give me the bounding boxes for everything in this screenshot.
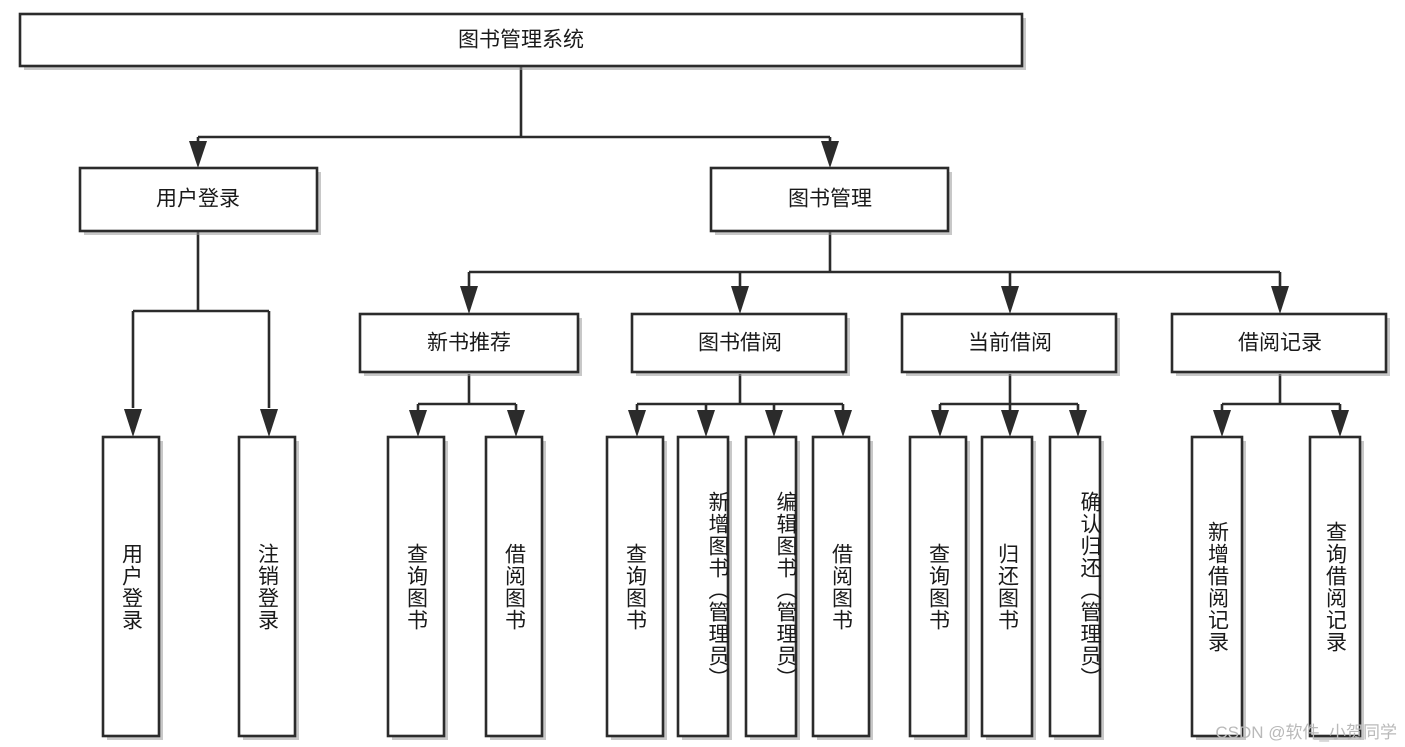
nodes-layer: 图书管理系统 用户登录 图书管理 新书推荐 图书借阅 当前借阅 [18,12,1390,740]
level2-node-label-book-manage: 图书管理 [788,188,872,211]
connectors-layer [124,66,1349,437]
root-node-label: 图书管理系统 [458,29,584,52]
leaf-box-user-login[interactable] [101,435,161,738]
arrow-to-leaf-user-login [124,409,142,437]
leaf-box-add-record[interactable] [1190,435,1244,738]
leaf-box-logout[interactable] [237,435,297,738]
arrow-to-leaf-borrow-book-2 [834,410,852,437]
level2-node-label-user-login: 用户登录 [156,188,240,211]
arrow-to-leaf-query-book-1 [409,410,427,437]
level3-node-label-borrow-record: 借阅记录 [1238,332,1322,355]
leaf-box-query-book-3[interactable] [908,435,968,738]
arrow-to-new-book-recommend [460,286,478,314]
arrow-to-leaf-query-book-3 [931,410,949,437]
root-node-box[interactable] [18,12,1024,68]
leaf-box-query-book-1[interactable] [386,435,446,738]
leaf-box-query-record[interactable] [1308,435,1362,738]
leaf-box-query-book-2[interactable] [605,435,665,738]
leaf-box-borrow-book-2[interactable] [811,435,871,738]
level3-node-box-book-borrow[interactable] [630,312,848,374]
arrow-to-book-borrow [731,286,749,314]
level2-node-box-book-manage[interactable] [709,166,950,233]
level3-node-label-current-borrow: 当前借阅 [968,332,1052,355]
leaf-box-return-book[interactable] [980,435,1034,738]
level2-node-box-user-login[interactable] [78,166,319,233]
arrow-to-leaf-add-book [697,410,715,437]
leaf-box-add-book[interactable] [676,435,730,738]
arrow-to-leaf-query-record [1331,410,1349,437]
arrow-to-leaf-confirm-return [1069,410,1087,437]
arrow-to-borrow-record [1271,286,1289,314]
arrow-to-leaf-return-book [1001,410,1019,437]
leaf-box-confirm-return[interactable] [1048,435,1102,738]
level3-node-box-new-book-recommend[interactable] [358,312,580,374]
level3-node-box-borrow-record[interactable] [1170,312,1388,374]
leaf-box-borrow-book-1[interactable] [484,435,544,738]
leaf-box-edit-book[interactable] [744,435,798,738]
arrow-to-leaf-logout [260,409,278,437]
arrow-to-book-manage [821,141,839,168]
level3-node-label-new-book-recommend: 新书推荐 [427,332,511,355]
arrow-to-leaf-borrow-book-1 [507,410,525,437]
arrow-to-current-borrow [1001,286,1019,314]
arrow-to-user-login [189,141,207,168]
level3-node-box-current-borrow[interactable] [900,312,1118,374]
level3-node-label-book-borrow: 图书借阅 [698,332,782,355]
arrow-to-leaf-edit-book [765,410,783,437]
arrow-to-leaf-query-book-2 [628,410,646,437]
arrow-to-leaf-add-record [1213,410,1231,437]
